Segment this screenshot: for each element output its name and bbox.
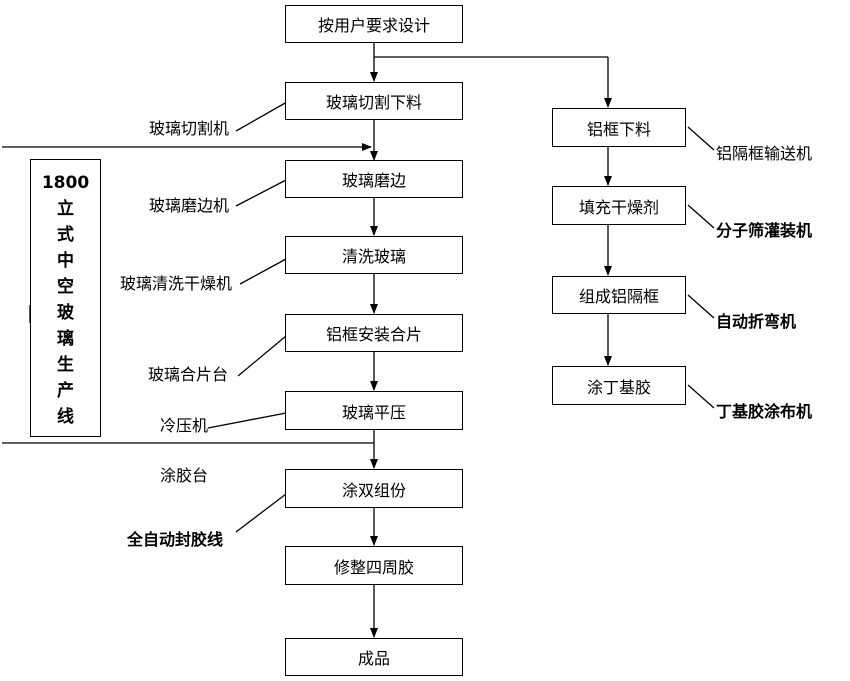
step-design: 按用户要求设计 [285,5,463,43]
title-char: 产 [57,381,74,401]
label-assembly-table: 玻璃合片台 [148,365,229,384]
title-char: 式 [57,225,74,245]
leader-washing-machine [239,258,287,285]
leader-edging-machine [235,179,287,207]
title-char: 生 [57,355,74,375]
leader-cutting-machine [235,101,288,132]
label-molecular-sieve-filler: 分子筛灌装机 [716,221,813,240]
label-glass-washer-dryer: 玻璃清洗干燥机 [120,274,233,293]
label-spacer-conveyor: 铝隔框输送机 [716,144,813,163]
leader-butyl-coater [687,384,715,409]
step-trim-sealant: 修整四周胶 [285,546,463,585]
title-char: 中 [57,251,74,271]
leader-cold-press [207,412,287,429]
title-number: 1800 [41,173,90,193]
leader-sealing-line [235,493,287,533]
step-glass-cutting: 玻璃切割下料 [285,82,463,120]
production-line-title: 1800 立 式 中 空 玻 璃 生 产 线 [30,159,101,437]
step-aluminum-frame-cut: 铝框下料 [552,108,686,147]
title-char: 空 [57,277,74,297]
step-fill-desiccant: 填充干燥剂 [552,186,686,225]
label-glue-table: 涂胶台 [160,466,209,485]
title-char: 立 [57,199,74,219]
label-glass-edging-machine: 玻璃磨边机 [149,196,230,215]
title-char: 璃 [57,329,74,349]
step-glass-pressing: 玻璃平压 [285,391,463,430]
step-frame-assembly: 铝框安装合片 [285,314,463,352]
step-two-part-sealant: 涂双组份 [285,469,463,508]
label-butyl-coating-machine: 丁基胶涂布机 [716,402,813,421]
label-auto-sealing-line: 全自动封胶线 [127,530,224,549]
leader-sieve-filler [687,204,715,229]
leader-conveyor [687,126,715,151]
step-glass-washing: 清洗玻璃 [285,236,463,274]
step-finished-product: 成品 [285,638,463,676]
step-form-spacer-frame: 组成铝隔框 [552,276,686,314]
step-glass-edging: 玻璃磨边 [285,160,463,198]
leader-assembly-table [237,335,287,377]
label-auto-bending-machine: 自动折弯机 [716,312,797,331]
title-char: 线 [57,407,74,427]
label-glass-cutting-machine: 玻璃切割机 [149,119,230,138]
step-butyl-coating: 涂丁基胶 [552,366,686,405]
leader-bender [687,294,715,319]
label-cold-press: 冷压机 [160,416,209,435]
title-char: 玻 [57,303,74,323]
